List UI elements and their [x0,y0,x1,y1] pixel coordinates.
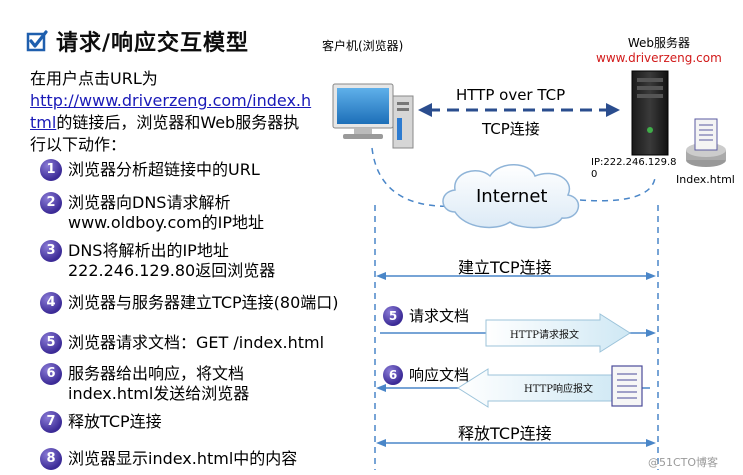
step-text: 浏览器请求文档：GET /index.html [68,333,325,352]
step-item: 3 DNS将解析出的IP地址 222.246.129.80返回浏览器 [40,240,276,281]
step-number-badge: 1 [40,159,62,181]
intro-paragraph: 在用户点击URL为 http://www.driverzeng.com/inde… [30,68,330,156]
client-computer-icon [332,83,414,149]
step-number-badge: 5 [40,332,62,354]
response-packet-icon [457,368,623,408]
step-text: 浏览器显示index.html中的内容 [68,449,298,468]
step-number-badge: 8 [40,448,62,470]
step-number-badge: 2 [40,192,62,214]
step-item: 4 浏览器与服务器建立TCP连接(80端口) [40,292,339,314]
step-text: 浏览器分析超链接中的URL [68,160,260,179]
step-number-badge: 3 [40,240,62,262]
response-packet-label: HTTP响应报文 [524,384,593,395]
server-icon [631,70,669,156]
client-label: 客户机(浏览器) [322,39,404,53]
establish-tcp-label: 建立TCP连接 [458,258,552,277]
request-doc-text: 请求文档 [409,307,470,325]
response-document-icon [611,365,643,407]
intro-line: 在用户点击URL为 [30,69,158,88]
release-tcp-label: 释放TCP连接 [458,424,552,443]
response-arrow [376,365,650,408]
step-item: 8 浏览器显示index.html中的内容 [40,448,298,470]
step-text: 释放TCP连接 [68,412,162,431]
intro-line: 的链接后，浏览器和Web服务器执 [56,113,300,132]
response-doc-text: 响应文档 [409,366,470,384]
internet-label: Internet [476,186,548,207]
request-packet-label: HTTP请求报文 [510,330,579,341]
intro-line: 行以下动作： [30,135,127,154]
request-packet-icon [485,313,631,353]
step-item: 2 浏览器向DNS请求解析 www.oldboy.com的IP地址 [40,192,265,233]
step-text: 浏览器向DNS请求解析 www.oldboy.com的IP地址 [68,193,265,232]
step-number-badge: 5 [383,305,403,326]
index-file-label: Index.html [676,173,735,186]
step-text: DNS将解析出的IP地址 222.246.129.80返回浏览器 [68,241,276,280]
step-text: 服务器给出响应，将文档 index.html发送给浏览器 [68,364,250,403]
step-item: 5 浏览器请求文档：GET /index.html [40,332,325,354]
request-arrow [380,313,656,353]
response-doc-label: 6 响应文档 [383,364,469,385]
url-link-continued[interactable]: tml [30,113,57,132]
url-link[interactable]: http://www.driverzeng.com/index.h [30,91,312,110]
establish-tcp-arrow [376,272,656,280]
http-over-tcp-arrow [418,103,620,117]
server-url: www.driverzeng.com [596,51,722,65]
step-item: 6 服务器给出响应，将文档 index.html发送给浏览器 [40,363,250,404]
server-label: Web服务器 [627,36,690,50]
document-icon [686,118,726,167]
server-label-group: Web服务器 www.driverzeng.com [596,36,722,66]
page-title: 请求/响应交互模型 [56,31,250,56]
title-bar: 请求/响应交互模型 [26,26,249,56]
checkbox-checked-icon [26,30,48,52]
release-tcp-arrow [376,439,656,447]
internet-cloud-icon [442,164,580,229]
request-doc-label: 5 请求文档 [383,305,469,326]
step-text: 浏览器与服务器建立TCP连接(80端口) [68,293,339,312]
step-item: 1 浏览器分析超链接中的URL [40,159,260,181]
http-over-tcp-label: HTTP over TCP [456,86,566,104]
step-item: 7 释放TCP连接 [40,411,162,433]
step-number-badge: 6 [40,363,62,385]
ip-address-label: IP:222.246.129.8 0 [591,157,677,180]
step-number-badge: 7 [40,411,62,433]
tcp-connection-label: TCP连接 [482,120,540,138]
step-number-badge: 6 [383,364,403,385]
step-number-badge: 4 [40,292,62,314]
watermark: @51CTO博客 [648,456,719,469]
